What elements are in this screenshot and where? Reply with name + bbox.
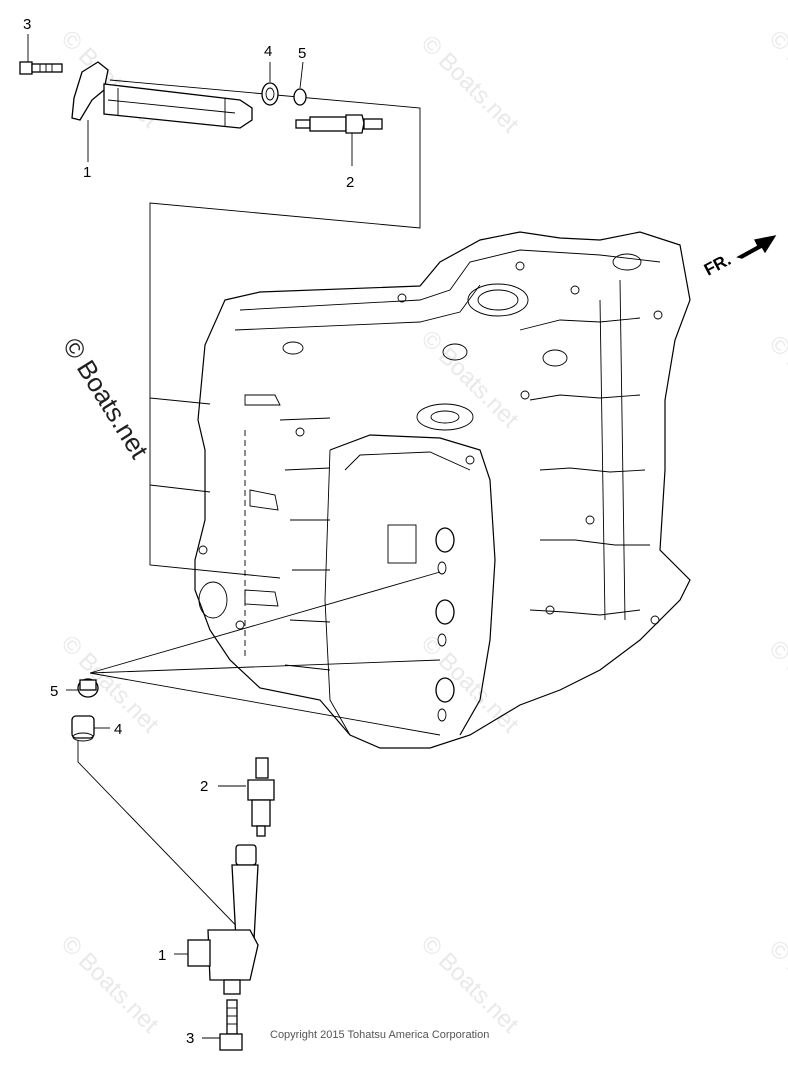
callout-seal-top: 4: [264, 43, 272, 60]
watermark: © Boats.net: [416, 30, 524, 138]
callout-coil-top: 1: [83, 164, 91, 181]
bottom-parts-group: [66, 571, 441, 1051]
watermark: © Boats.net: [764, 25, 788, 133]
watermark: © Boats.net: [764, 330, 788, 438]
front-label: FR.: [701, 250, 734, 280]
callout-coil-bottom: 1: [158, 947, 166, 964]
seal-top: [261, 62, 279, 106]
callout-labels: 3 4 5 1 2 5 4 2 1 3: [23, 16, 354, 1047]
callout-seal-bottom: 4: [114, 721, 122, 738]
copyright-notice: Copyright 2015 Tohatsu America Corporati…: [270, 1029, 489, 1041]
callout-washer-top: 5: [298, 45, 306, 62]
callout-washer-bottom: 5: [50, 683, 58, 700]
bolt-top: [19, 34, 63, 75]
front-arrow-icon: [736, 235, 777, 259]
watermark: © Boats.net: [416, 630, 524, 738]
watermark: © Boats.net: [416, 325, 524, 433]
callout-plug-bottom: 2: [200, 778, 208, 795]
front-direction-indicator: FR.: [701, 235, 777, 280]
washer-top: [293, 61, 307, 106]
callout-bolt-top: 3: [23, 16, 31, 33]
ignition-coil-top: [71, 61, 253, 162]
watermark: © Boats.net: [764, 935, 788, 1043]
spark-plug-bottom: [218, 757, 275, 837]
seal-bottom: [71, 715, 110, 742]
callout-plug-top: 2: [346, 174, 354, 191]
watermark: © Boats.net: [764, 635, 788, 743]
ignition-coil-bottom: [174, 844, 259, 995]
callout-bolt-bottom: 3: [186, 1030, 194, 1047]
watermark-layer: © Boats.net © Boats.net © Boats.net © Bo…: [56, 25, 788, 1043]
bolt-bottom: [202, 999, 243, 1051]
engine-block: [194, 231, 691, 749]
watermark-primary: © Boats.net: [57, 332, 155, 464]
washer-bottom: [66, 678, 99, 698]
watermark: © Boats.net: [56, 930, 164, 1038]
top-parts-group: [19, 34, 383, 166]
watermark: © Boats.net: [416, 930, 524, 1038]
spark-plug-top: [295, 114, 383, 166]
